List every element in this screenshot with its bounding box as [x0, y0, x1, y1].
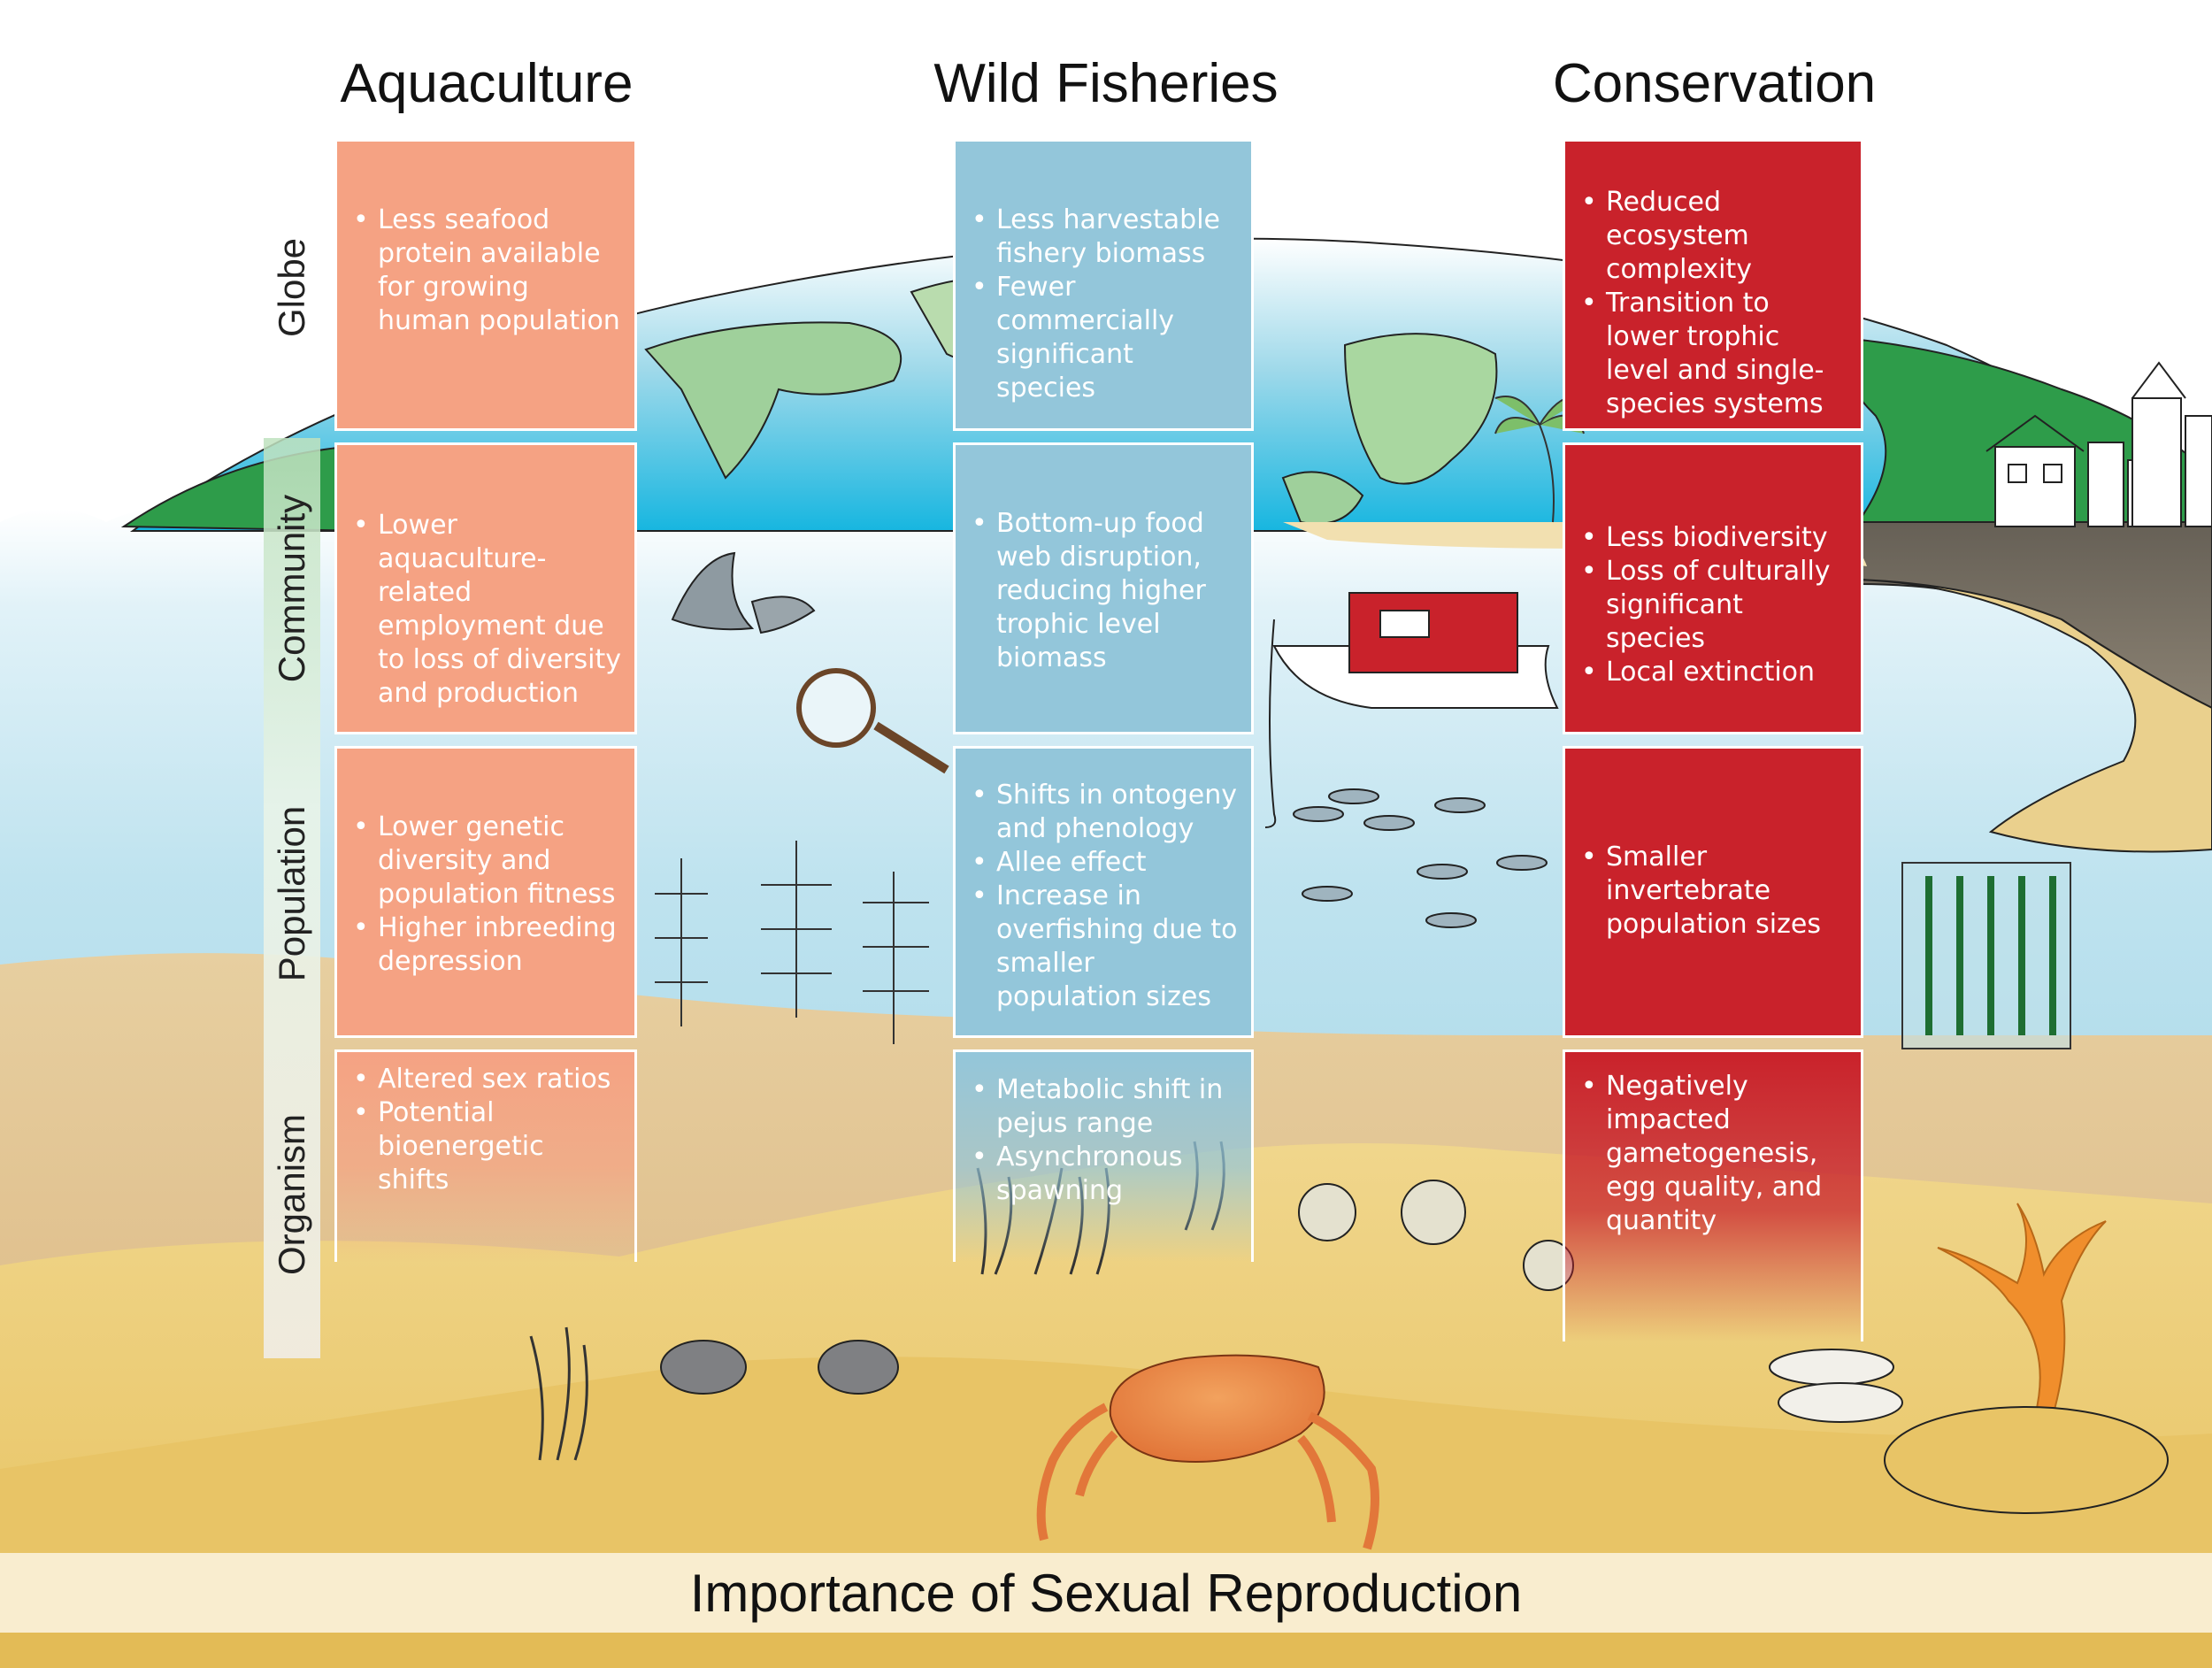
conservation-globe-box: Reduced ecosystem complexity Transition … [1563, 139, 1863, 431]
oysters [1769, 1349, 1903, 1423]
seaweed-left [529, 1326, 588, 1461]
wild-fisheries-globe-bullet-2: Fewer commercially significant species [972, 271, 1239, 405]
conservation-community-bullet-2: Loss of culturally significant species [1581, 555, 1848, 656]
heading-aquaculture: Aquaculture [340, 53, 634, 114]
footer-title: Importance of Sexual Reproduction [0, 1553, 2212, 1633]
aquaculture-organism-bullet-1: Altered sex ratios [353, 1063, 622, 1096]
conservation-community-box: Less biodiversity Loss of culturally sig… [1563, 442, 1863, 734]
sea-urchins [1298, 1180, 1574, 1291]
abalones [660, 1340, 899, 1395]
conservation-population-bullet-1: Smaller invertebrate population sizes [1581, 841, 1848, 942]
seaweed-farm [655, 841, 929, 1044]
aquaculture-population-bullet-2: Higher inbreeding depression [353, 911, 622, 979]
globe-continent-c [1343, 333, 1498, 485]
coral [1937, 1203, 2107, 1417]
aquaculture-globe-box: Less seafood protein available for growi… [334, 139, 637, 431]
aquaculture-organism-box: Altered sex ratios Potential bioenergeti… [334, 1049, 637, 1262]
aquaculture-population-box: Lower genetic diversity and population f… [334, 746, 637, 1038]
wild-fisheries-population-bullet-3: Increase in overfishing due to smaller p… [972, 880, 1239, 1014]
wild-fisheries-population-bullet-1: Shifts in ontogeny and phenology [972, 779, 1239, 846]
conservation-community-bullet-3: Local extinction [1581, 656, 1848, 689]
fish-school [1293, 788, 1548, 928]
conservation-organism-bullet-1: Negatively impacted gametogenesis, egg q… [1581, 1070, 1848, 1238]
seafloor-base [0, 1633, 2212, 1668]
conservation-organism-box: Negatively impacted gametogenesis, egg q… [1563, 1049, 1863, 1341]
wild-fisheries-organism-bullet-2: Asynchronous spawning [972, 1141, 1239, 1208]
aquaculture-population-bullet-1: Lower genetic diversity and population f… [353, 811, 622, 911]
fishing-boat [1272, 592, 1559, 709]
wild-fisheries-globe-bullet-1: Less harvestable fishery biomass [972, 204, 1239, 271]
conservation-globe-bullet-2: Transition to lower trophic level and si… [1581, 287, 1848, 421]
wild-fisheries-community-box: Bottom-up food web disruption, reducing … [953, 442, 1254, 734]
heading-conservation: Conservation [1552, 53, 1877, 114]
aquaculture-organism-bullet-2: Potential bioenergetic shifts [353, 1096, 622, 1197]
sunken-boat-hull [750, 596, 816, 634]
magnifying-glass [796, 668, 949, 774]
heading-wild-fisheries: Wild Fisheries [933, 53, 1279, 114]
wild-fisheries-organism-bullet-1: Metabolic shift in pejus range [972, 1073, 1239, 1141]
scale-axis-bar [264, 438, 320, 1358]
fishing-line [1264, 619, 1277, 828]
aquaculture-globe-bullet-1: Less seafood protein available for growi… [353, 204, 622, 338]
aquaculture-community-box: Lower aquaculture-related employment due… [334, 442, 637, 734]
conservation-globe-bullet-1: Reduced ecosystem complexity [1581, 186, 1848, 287]
wild-fisheries-organism-box: Metabolic shift in pejus range Asynchron… [953, 1049, 1254, 1262]
wild-fisheries-globe-box: Less harvestable fishery biomass Fewer c… [953, 139, 1254, 431]
globe-continent-a [644, 321, 902, 480]
beach-sand-right [1857, 579, 2212, 853]
brain-coral [1884, 1406, 2169, 1514]
city-skyline [1985, 361, 2212, 527]
sunken-boat [671, 551, 755, 631]
conservation-population-box: Smaller invertebrate population sizes [1563, 746, 1863, 1038]
crab [1036, 1354, 1379, 1550]
wild-fisheries-population-bullet-2: Allee effect [972, 846, 1239, 880]
wild-fisheries-community-bullet-1: Bottom-up food web disruption, reducing … [972, 507, 1239, 675]
aquaculture-community-bullet-1: Lower aquaculture-related employment due… [353, 509, 622, 711]
conservation-community-bullet-1: Less biodiversity [1581, 521, 1848, 555]
kelp-farm-right [1901, 862, 2071, 1049]
wild-fisheries-population-box: Shifts in ontogeny and phenology Allee e… [953, 746, 1254, 1038]
